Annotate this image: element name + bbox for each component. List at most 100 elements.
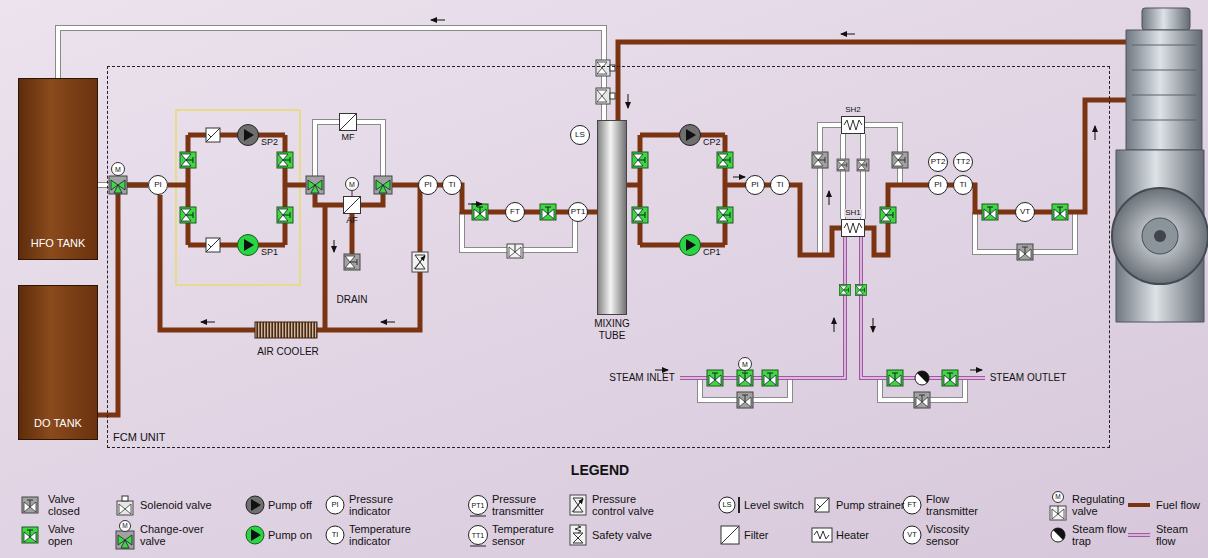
heater-zigzag [844, 120, 862, 130]
legend-text: Steam flow [1156, 523, 1204, 547]
instrument-tag: LS [571, 131, 589, 139]
heater-box: SH1 [841, 219, 865, 237]
part-label: STEAM OUTLET [990, 373, 1067, 383]
fuel-tank: HFO TANK [18, 78, 98, 260]
instrument-tag: PT1 [569, 208, 587, 216]
legend-text: Fuel flow [1156, 499, 1204, 511]
pump-triangle [244, 129, 254, 141]
pump-impeller [238, 235, 258, 255]
pump-triangle [244, 239, 254, 251]
pressure-indicator: PI [745, 175, 765, 195]
legend-text: Safety valve [592, 529, 662, 541]
pump-impeller [680, 235, 700, 255]
flow-arrows [201, 20, 1095, 370]
instrument-tag: FT [506, 208, 524, 216]
circulating-pump: CP1 [679, 234, 701, 256]
symbol-tag: M [742, 361, 748, 368]
heater-coil [842, 117, 864, 133]
part-label: AIR COOLER [257, 347, 319, 357]
circulating-pump: CP2 [679, 124, 701, 146]
symbol-tag: VT [907, 531, 917, 539]
heater-box: SH2 [841, 116, 865, 134]
instrument-tag: PT2 [929, 158, 947, 166]
legend-symbols [22, 492, 1150, 550]
pipe-stroke [98, 185, 148, 415]
instrument-tag: TI [443, 181, 461, 189]
symbol-tag: M [122, 523, 127, 530]
instrument-tag: PI [419, 181, 437, 189]
legend-text: Valve closed [48, 493, 98, 517]
supply-pump: SP1 [237, 234, 259, 256]
temperature-sensor: TT2 [953, 152, 973, 172]
heater-coil [842, 220, 864, 236]
node-label: MF [342, 133, 355, 142]
instrument-tag: VT [1016, 208, 1034, 216]
symbol-tag: M [1055, 494, 1060, 501]
symbol-tag: FT [907, 501, 916, 509]
pump-triangle [686, 129, 696, 141]
engine-illustration [1112, 8, 1208, 322]
instrument-tag: PI [746, 181, 764, 189]
legend-text: Heater [836, 529, 906, 541]
pressure-indicator: PI [148, 175, 168, 195]
node-label: SH2 [844, 106, 862, 114]
filter-box: MF [339, 113, 357, 131]
pressure-indicator: PI [418, 175, 438, 195]
filter-box: AF [343, 196, 361, 214]
legend-text: Temperature sensor [492, 523, 564, 547]
node-label: FCM UNIT [113, 432, 166, 443]
part-label: DRAIN [336, 295, 367, 305]
legend-text: Solenoid valve [140, 499, 212, 511]
unit-boundary: FCM UNITPISP2SP1MFAFPITIFTPT1LSMIXING TU… [107, 66, 1110, 448]
heater-zigzag [844, 223, 862, 233]
node-label: MIXING TUBE [584, 318, 640, 342]
viscosity-sensor: VT [1015, 202, 1035, 222]
mixing-tube: MIXING TUBE [597, 120, 627, 315]
legend-title: LEGEND [571, 463, 629, 477]
legend-text: Pump strainer [836, 499, 906, 511]
symbol-tag: M [349, 181, 355, 188]
temperature-indicator: TI [442, 175, 462, 195]
fuel-pipe [98, 185, 148, 415]
legend-text: Pressure transmitter [492, 493, 564, 517]
filter-mark [344, 197, 360, 213]
legend-text: Viscosity sensor [926, 523, 1001, 547]
instrument-tag: TI [771, 181, 789, 189]
legend-text: Pressure indicator [349, 493, 419, 517]
temperature-indicator: TI [770, 175, 790, 195]
pump-label: CP1 [703, 248, 721, 257]
instrument-tag: TI [954, 181, 972, 189]
fuel-pipes [160, 42, 1140, 330]
instrument-tag: PI [149, 181, 167, 189]
filter-diagonal [340, 114, 356, 130]
legend-text: Pressure control valve [592, 493, 662, 517]
legend-text: Change-over valve [140, 523, 212, 547]
symbol-tag: TT1 [472, 532, 484, 539]
legend-text: Level switch [744, 499, 814, 511]
filter-diagonal [344, 197, 360, 213]
legend-text: Regulating valve [1072, 493, 1130, 517]
legend-text: Filter [744, 529, 814, 541]
legend-text: Pump on [268, 529, 318, 541]
pressure-indicator: PI [928, 175, 948, 195]
symbol-tag: PI [331, 501, 338, 509]
symbol-tag: TI [332, 531, 339, 539]
instrument-tag: TT2 [954, 158, 972, 166]
legend-text: Flow transmitter [926, 493, 1001, 517]
filter-mark [340, 114, 356, 130]
pump-impeller [238, 125, 258, 145]
node-label: AF [346, 216, 358, 225]
air-cooler [255, 322, 317, 338]
instrument-tag: PI [929, 181, 947, 189]
node-label: DO TANK [19, 418, 97, 429]
node-label: SH1 [844, 209, 862, 217]
temperature-indicator: TI [953, 175, 973, 195]
pump-impeller [680, 125, 700, 145]
part-label: STEAM INLET [609, 373, 675, 383]
pump-label: SP1 [261, 248, 278, 257]
pressure-transmitter: PT2 [928, 152, 948, 172]
symbol-tag: PT1 [472, 502, 485, 509]
legend-text: Valve open [48, 523, 98, 547]
valve-symbols [109, 50, 1146, 408]
